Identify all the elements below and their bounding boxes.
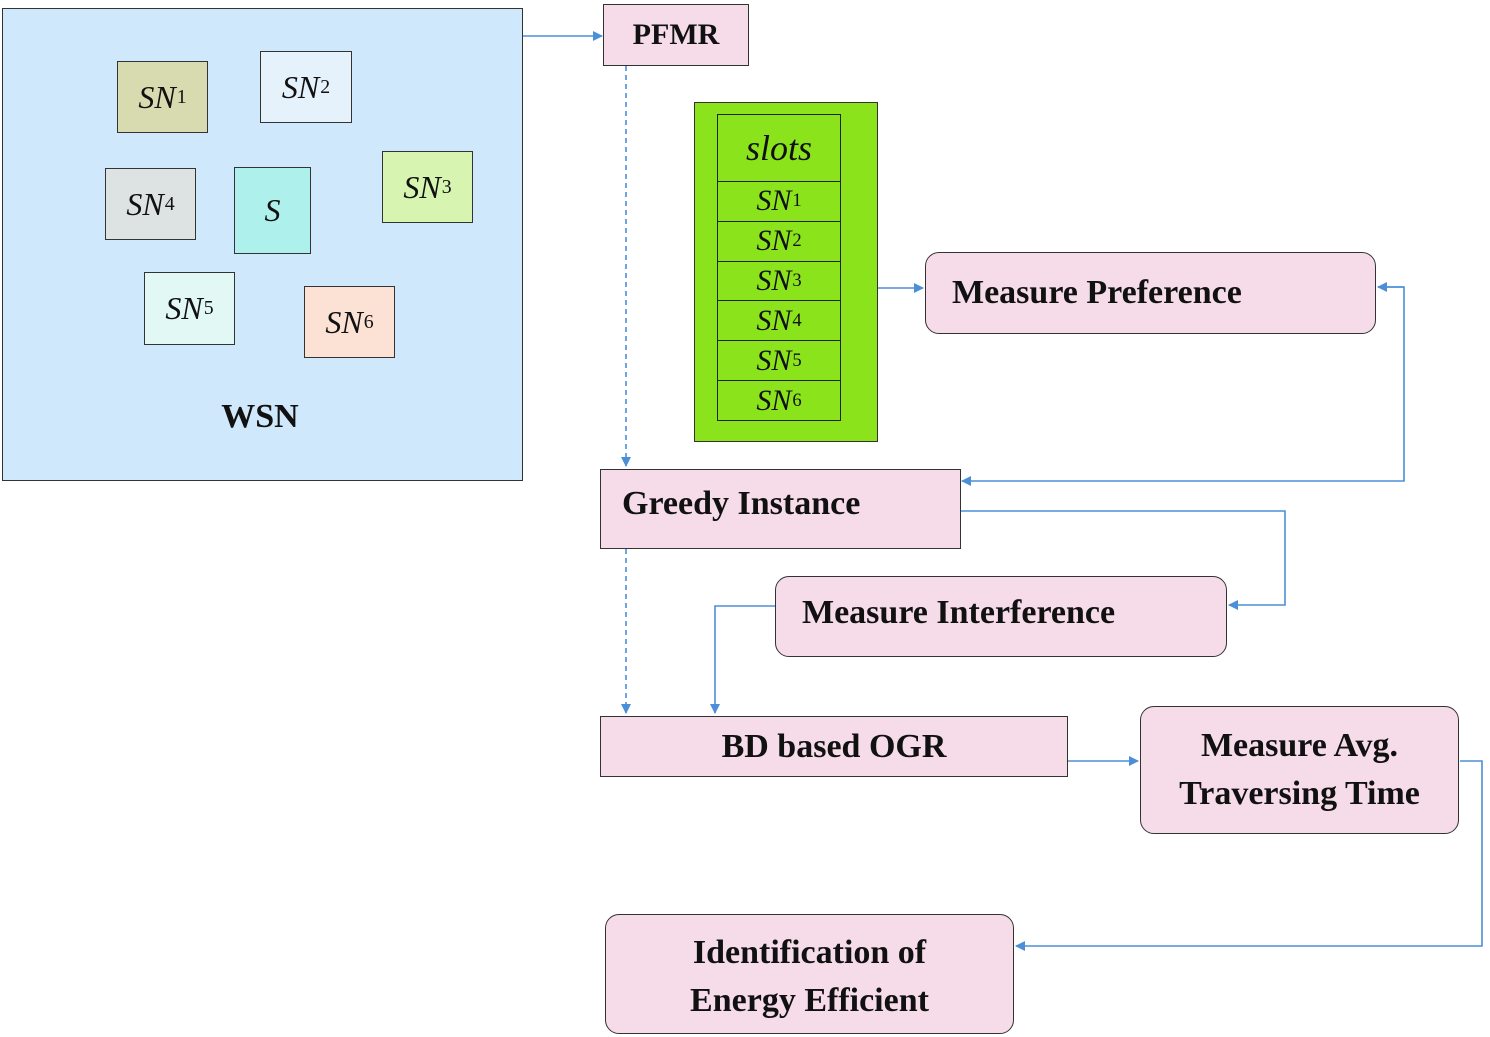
sn2-subscript: 2 — [320, 75, 331, 98]
bd-based-ogr-box: BD based OGR — [600, 716, 1068, 777]
arrow-interference-to-ogr — [710, 605, 776, 714]
sn5-text: SN — [165, 290, 203, 326]
measure-preference-box: Measure Preference — [925, 252, 1376, 334]
sn4-subscript: 4 — [164, 192, 175, 215]
slot-sn5-subscript: 5 — [792, 349, 802, 371]
wsn-label: WSN — [221, 398, 299, 435]
sn6-subscript: 6 — [363, 310, 374, 333]
measure-interference-box: Measure Interference — [775, 576, 1227, 657]
slot-sn5-text: SN — [756, 343, 792, 377]
identification-line1: Identification of — [692, 934, 927, 971]
measure-preference-label: Measure Preference — [952, 274, 1242, 312]
slots-panel — [694, 102, 878, 442]
slots-header: slots — [718, 115, 840, 182]
slot-sn2-text: SN — [756, 224, 792, 258]
sn1-text: SN — [138, 78, 176, 115]
identification-line2: Energy Efficient — [690, 981, 929, 1019]
measure-avg-line1: Measure Avg. — [1200, 727, 1399, 765]
measure-interference-label: Measure Interference — [802, 594, 1116, 631]
slot-sn3-text: SN — [756, 264, 792, 298]
slot-sn3-subscript: 3 — [792, 270, 802, 292]
pfmr-box: PFMR — [603, 4, 749, 66]
sink-node-label: S — [264, 192, 281, 228]
pfmr-label: PFMR — [632, 18, 720, 51]
arrow-avg-to-identification — [1015, 760, 1483, 951]
slot-sn6-subscript: 6 — [792, 389, 802, 411]
slot-sn4-text: SN — [756, 303, 792, 337]
measure-avg-traversing-box: Measure Avg. Traversing Time — [1140, 706, 1459, 834]
sn3-text: SN — [403, 168, 441, 205]
slot-sn6-text: SN — [756, 383, 792, 417]
sn1-subscript: 1 — [176, 85, 187, 108]
slot-sn1-text: SN — [756, 184, 792, 218]
sn3-subscript: 3 — [441, 175, 452, 198]
sn5-subscript: 5 — [203, 297, 214, 319]
slots-header-label: slots — [745, 128, 813, 168]
greedy-instance-label: Greedy Instance — [622, 485, 861, 522]
slot-sn1-subscript: 1 — [792, 190, 802, 212]
slot-sn2-subscript: 2 — [792, 230, 802, 252]
sn6-text: SN — [325, 303, 363, 340]
arrow-greedy-to-interference — [961, 510, 1286, 610]
sn2-text: SN — [281, 68, 320, 105]
slot-sn4-subscript: 4 — [792, 309, 802, 331]
measure-avg-line2: Traversing Time — [1179, 775, 1420, 812]
bd-based-ogr-label: BD based OGR — [721, 727, 947, 765]
greedy-instance-box: Greedy Instance — [600, 469, 961, 549]
sink-node: S — [234, 167, 311, 254]
identification-box: Identification of Energy Efficient — [605, 914, 1014, 1034]
sn4-text: SN — [126, 185, 164, 222]
